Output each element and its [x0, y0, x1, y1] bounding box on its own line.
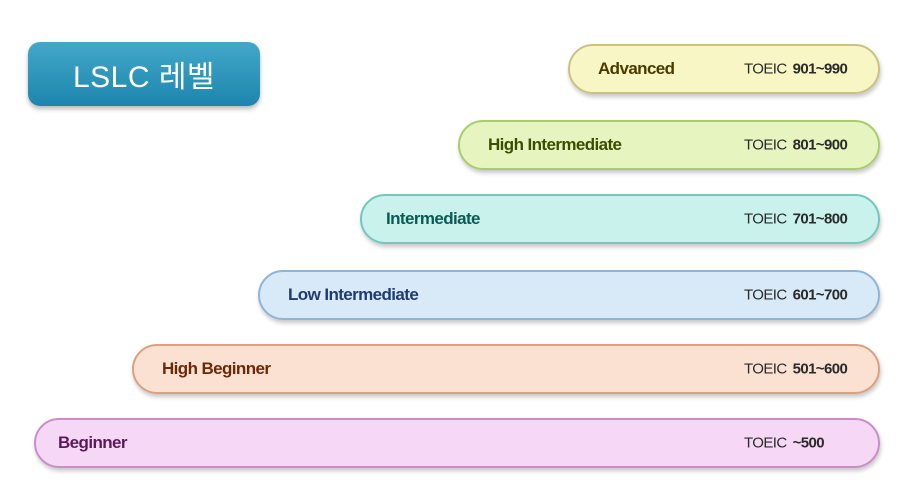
level-score: TOEIC 501~600	[744, 360, 848, 378]
title-badge: LSLC 레벨	[28, 42, 260, 106]
title-badge-text: LSLC 레벨	[72, 61, 216, 94]
level-bar-intermediate: Intermediate TOEIC 701~800	[360, 194, 880, 244]
level-name: Beginner	[58, 433, 127, 452]
score-prefix: TOEIC	[744, 60, 787, 78]
level-bar-high-intermediate: High Intermediate TOEIC 801~900	[458, 120, 880, 170]
level-bar-low-intermediate: Low Intermediate TOEIC 601~700	[258, 270, 880, 320]
level-name: High Beginner	[162, 359, 271, 378]
level-name: High Intermediate	[488, 135, 622, 154]
level-score: TOEIC ~500	[744, 434, 825, 452]
score-prefix: TOEIC	[744, 210, 787, 228]
level-name: Low Intermediate	[288, 285, 419, 304]
score-range: 801~900	[792, 136, 848, 154]
level-bar-advanced: Advanced TOEIC 901~990	[568, 44, 880, 94]
level-name: Intermediate	[386, 209, 480, 228]
score-prefix: TOEIC	[744, 360, 787, 378]
score-range: ~500	[792, 434, 825, 452]
score-prefix: TOEIC	[744, 136, 787, 154]
score-range: 701~800	[792, 210, 848, 228]
score-prefix: TOEIC	[744, 434, 787, 452]
level-score: TOEIC 601~700	[744, 286, 848, 304]
score-range: 601~700	[792, 286, 848, 304]
score-range: 901~990	[792, 60, 848, 78]
level-score: TOEIC 901~990	[744, 60, 848, 78]
level-score: TOEIC 701~800	[744, 210, 848, 228]
score-range: 501~600	[792, 360, 848, 378]
level-bar-high-beginner: High Beginner TOEIC 501~600	[132, 344, 880, 394]
level-name: Advanced	[598, 59, 675, 78]
level-bar-beginner: Beginner TOEIC ~500	[34, 418, 880, 468]
score-prefix: TOEIC	[744, 286, 787, 304]
level-score: TOEIC 801~900	[744, 136, 848, 154]
